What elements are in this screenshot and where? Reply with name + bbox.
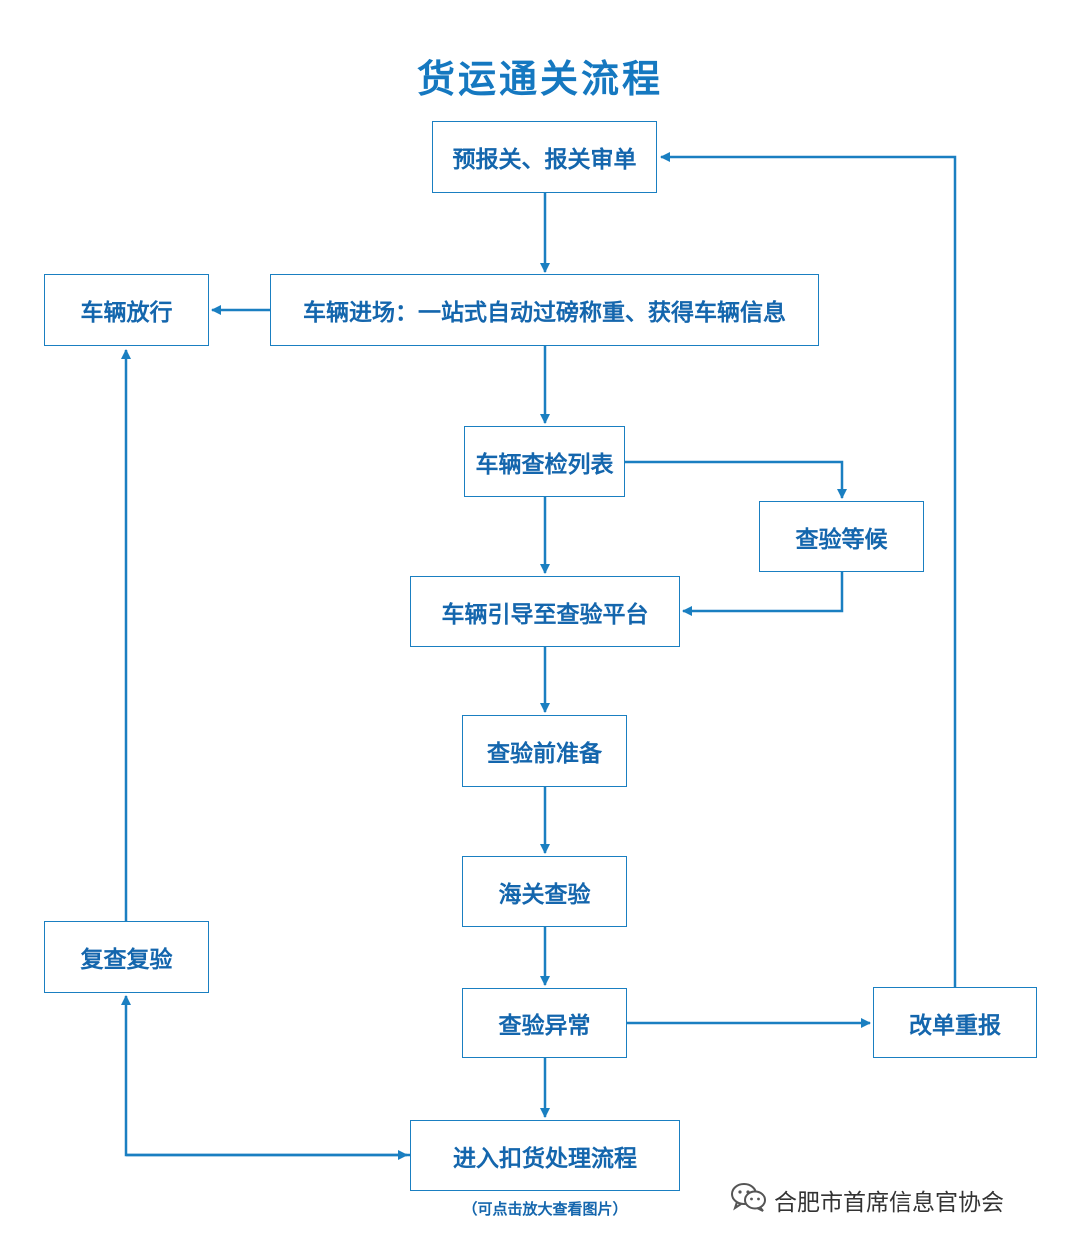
node-pre-inspection-prep: 查验前准备 — [462, 715, 627, 787]
node-inspection-list: 车辆查检列表 — [464, 426, 625, 497]
node-vehicle-entry: 车辆进场：一站式自动过磅称重、获得车辆信息 — [270, 274, 819, 346]
node-customs-inspection: 海关查验 — [462, 856, 627, 927]
zoom-hint: （可点击放大查看图片） — [462, 1200, 628, 1218]
node-guide-to-platform: 车辆引导至查验平台 — [410, 576, 680, 647]
node-detention-process: 进入扣货处理流程 — [410, 1120, 680, 1191]
node-predeclare: 预报关、报关审单 — [432, 121, 657, 193]
node-inspection-abnormal: 查验异常 — [462, 988, 627, 1058]
arrow-list-to-wait — [625, 460, 847, 499]
arrow-wait-to-guide — [682, 572, 844, 616]
arrow-detention-to-reinspection — [121, 995, 410, 1157]
diagram-title: 货运通关流程 — [416, 57, 663, 101]
arrow-amend-to-predeclare — [660, 152, 957, 987]
node-vehicle-release: 车辆放行 — [44, 274, 209, 346]
watermark: 合肥市首席信息官协会 — [730, 1180, 1004, 1220]
wechat-icon — [730, 1181, 768, 1219]
watermark-text: 合肥市首席信息官协会 — [774, 1190, 1004, 1216]
node-reinspection: 复查复验 — [44, 921, 209, 993]
node-inspection-wait: 查验等候 — [759, 501, 924, 572]
node-amend-redeclare: 改单重报 — [873, 987, 1037, 1058]
